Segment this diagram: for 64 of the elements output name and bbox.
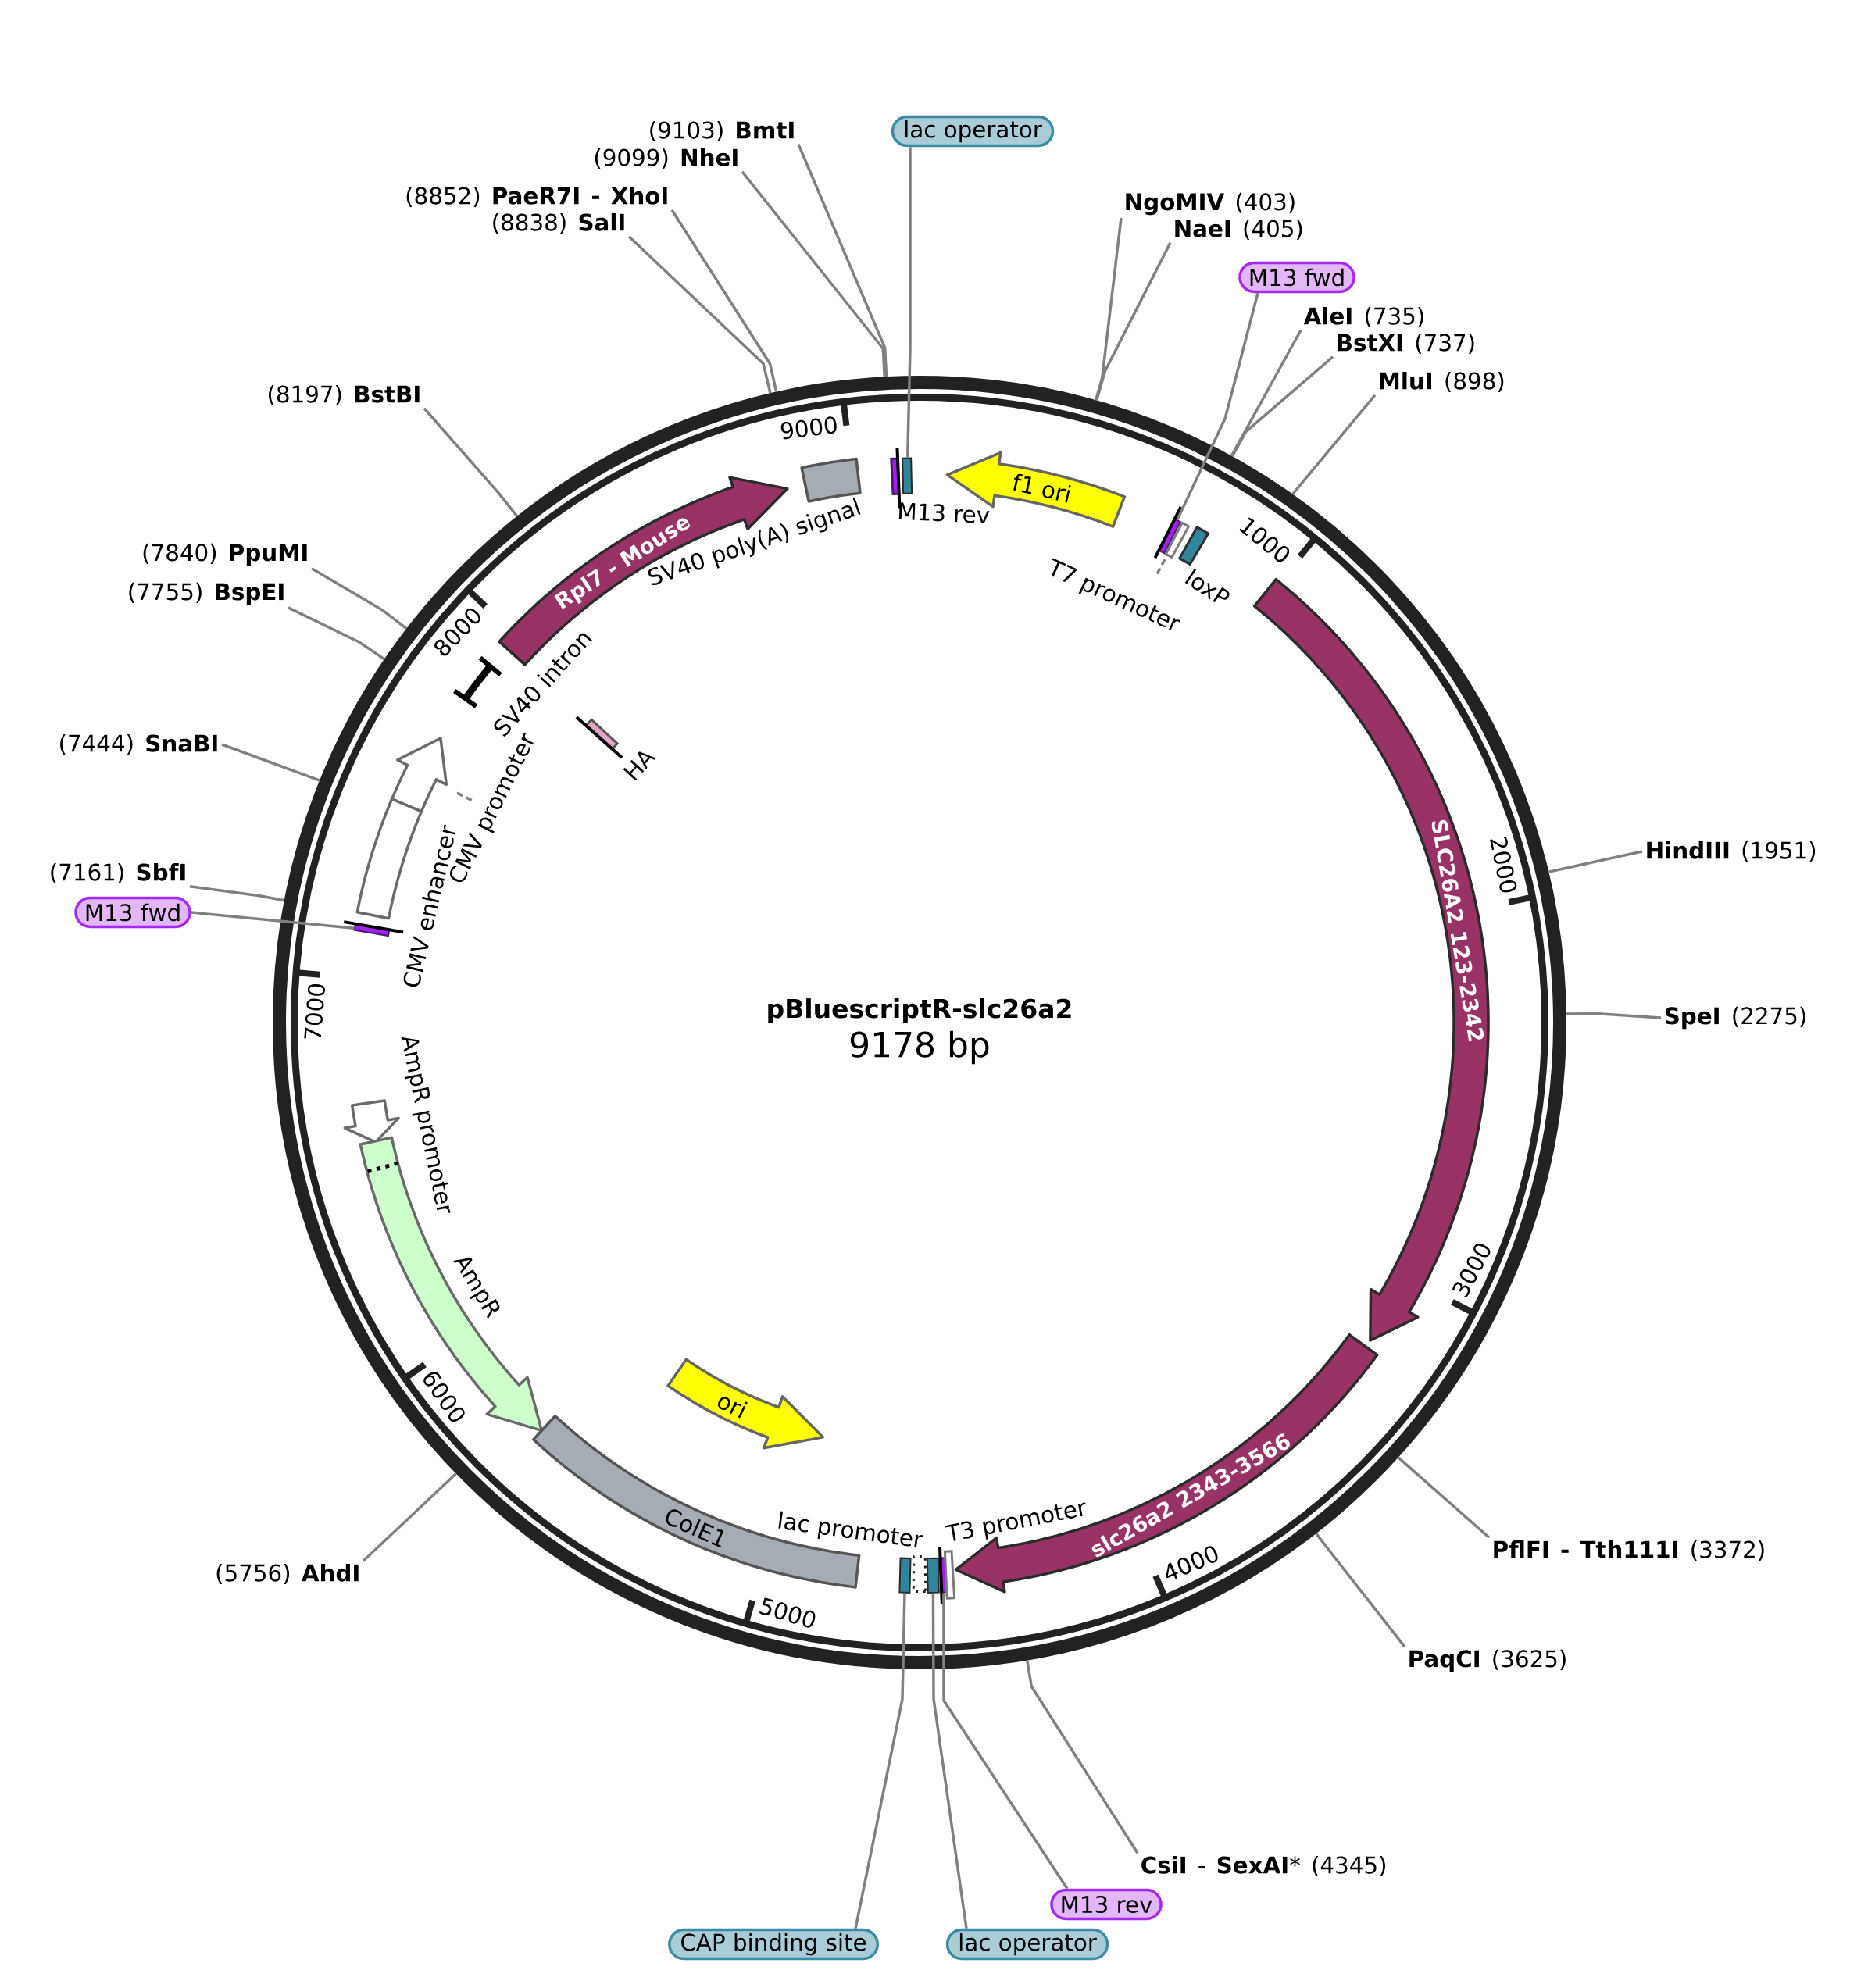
leader-line <box>797 144 888 377</box>
feature-label: HA <box>623 751 656 781</box>
feature-tag: lac operator <box>891 115 1055 148</box>
leader-line <box>189 885 285 902</box>
site-label: MluI (898) <box>1380 371 1504 393</box>
site-label: BstXI (737) <box>1338 333 1474 355</box>
plasmid-size: 9178 bp <box>850 1030 989 1065</box>
site-label: (8838) SalI <box>493 212 624 234</box>
leader-line <box>191 911 355 930</box>
tick-label: 3000 <box>1452 1244 1491 1298</box>
site-label: (7444) SnaBI <box>60 733 217 755</box>
site-label: (9099) NheI <box>595 148 738 170</box>
site-label: (7840) PpuMI <box>143 543 307 566</box>
feature-label: loxP <box>1184 568 1230 603</box>
leader-line <box>1397 1456 1491 1539</box>
leader-line <box>1291 394 1377 495</box>
leader-line <box>1230 329 1302 457</box>
leader-line <box>288 606 385 661</box>
leader-line <box>1548 850 1643 873</box>
primer-tag: M13 fwd <box>74 896 191 929</box>
leader-line <box>942 1593 1069 1890</box>
leader-line <box>1176 292 1259 520</box>
tick-label: 7000 <box>304 983 325 1039</box>
leader-line <box>627 235 772 394</box>
leader-line <box>1025 1660 1139 1854</box>
site-label: NaeI (405) <box>1175 219 1302 241</box>
site-label: CsiI - SexAI* (4345) <box>1141 1855 1385 1877</box>
site-marker <box>926 1557 940 1594</box>
site-label: HindIII (1951) <box>1647 841 1816 862</box>
site-label: (5756) AhdI <box>216 1563 359 1585</box>
primer-tag: M13 fwd <box>1238 261 1355 294</box>
feature-band: ori <box>666 1358 825 1450</box>
leader-line <box>1315 1533 1406 1648</box>
site-label: (8852) PaeR7I - XhoI <box>406 186 667 208</box>
leader-line <box>854 1593 906 1929</box>
site-label: AleI (735) <box>1303 306 1423 328</box>
site-label: SpeI (2275) <box>1665 1006 1805 1030</box>
leader-line <box>221 743 320 782</box>
site-label: PaqCI (3625) <box>1409 1649 1566 1672</box>
leader-line <box>1095 241 1172 402</box>
plasmid-name: pBluescriptR-slc26a2 <box>768 998 1071 1023</box>
site-label: (8197) BstBI <box>269 384 420 406</box>
site-label: NgoMIV (403) <box>1126 192 1295 216</box>
leader-line <box>905 147 912 458</box>
site-marker <box>902 457 913 494</box>
feature-tag: lac operator <box>945 1928 1109 1961</box>
site-label: (7755) BspEI <box>129 582 284 605</box>
leader-line <box>311 567 408 630</box>
tick-label: 9000 <box>780 416 837 440</box>
site-label: PflFI - Tth111I (3372) <box>1494 1540 1764 1561</box>
site-marker <box>898 1557 912 1594</box>
leader-line <box>1230 355 1334 458</box>
feature-tag: CAP binding site <box>668 1928 879 1961</box>
leader-line <box>1094 217 1123 401</box>
primer-tag: M13 rev <box>1050 1888 1163 1921</box>
leader-line <box>362 1472 457 1562</box>
site-label: (9103) BmtI <box>650 120 794 142</box>
site-marker <box>343 920 404 937</box>
leader-line <box>670 209 778 392</box>
leader-line <box>931 1593 968 1929</box>
leader-line <box>1566 1012 1662 1019</box>
leader-line <box>741 170 886 377</box>
site-label: (7161) SbfI <box>51 862 185 884</box>
leader-line <box>423 407 519 517</box>
